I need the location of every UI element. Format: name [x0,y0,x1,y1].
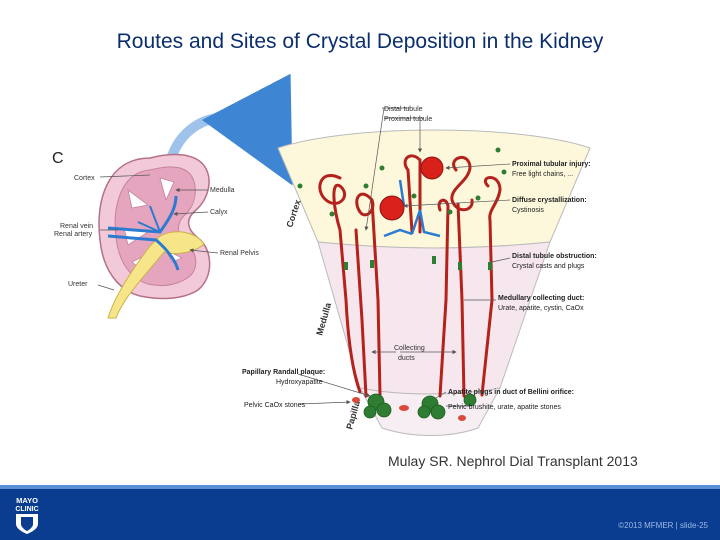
crystal-deposition-illustration: Cortex Medulla Calyx Renal vein Renal ar… [0,0,720,450]
annotation-medullary-detail: Urate, apatite, cystin, CaOx [498,305,584,312]
annotation-distal-detail: Crystal casts and plugs [512,263,585,270]
label-collecting-ducts-2: ducts [398,355,415,362]
kidney-label-calyx: Calyx [210,209,228,216]
footer-bar [0,489,720,540]
kidney-label-renal-pelvis: Renal Pelvis [220,250,259,257]
glomerulus-lower [380,196,404,220]
logo-line-1: MAYO [16,496,38,505]
annotation-distal-title: Distal tubule obstruction: [512,253,597,260]
logo-line-2: CLINIC [15,506,38,513]
annotation-pelvic-caox: Pelvic CaOx stones [244,402,306,409]
kidney-label-medulla: Medulla [210,187,235,194]
copyright-text: ©2013 MFMER | slide-25 [618,521,708,530]
annotation-papillary-title: Papillary Randall plaque: [242,369,325,376]
zone-label-papilla: Papilla [344,399,362,431]
annotation-diffuse-detail: Cystinosis [512,207,544,214]
zoom-arrow [172,118,274,156]
glomerulus-upper [421,157,443,179]
label-collecting-ducts-1: Collecting [394,345,425,352]
annotation-medullary-title: Medullary collecting duct: [498,295,584,302]
kidney-label-renal-vein: Renal vein [60,223,93,230]
zone-label-cortex: Cortex [284,198,302,228]
mayo-clinic-logo: MAYO CLINIC [10,494,44,534]
zone-label-medulla: Medulla [314,301,333,337]
annotation-diffuse-title: Diffuse crystallization: [512,197,587,204]
annotation-proximal-injury-detail: Free light chains, ... [512,171,573,178]
kidney-label-renal-artery: Renal artery [54,231,93,238]
annotation-bellini-detail: Pelvic brushite, urate, apatite stones [448,404,561,411]
annotation-papillary-detail: Hydroxyapatite [276,379,323,386]
kidney-label-ureter: Ureter [68,281,88,288]
cortex-zone [278,130,590,248]
label-proximal-tubule: Proximal tubule [384,116,432,123]
label-distal-tubule: Distal tubule [384,106,423,113]
kidney-label-cortex: Cortex [74,175,95,182]
annotation-proximal-injury-title: Proximal tubular injury: [512,161,591,168]
annotation-bellini-title: Apatite plugs in duct of Bellini orifice… [448,389,574,396]
kidney-diagram [99,155,210,319]
citation: Mulay SR. Nephrol Dial Transplant 2013 [388,453,638,469]
